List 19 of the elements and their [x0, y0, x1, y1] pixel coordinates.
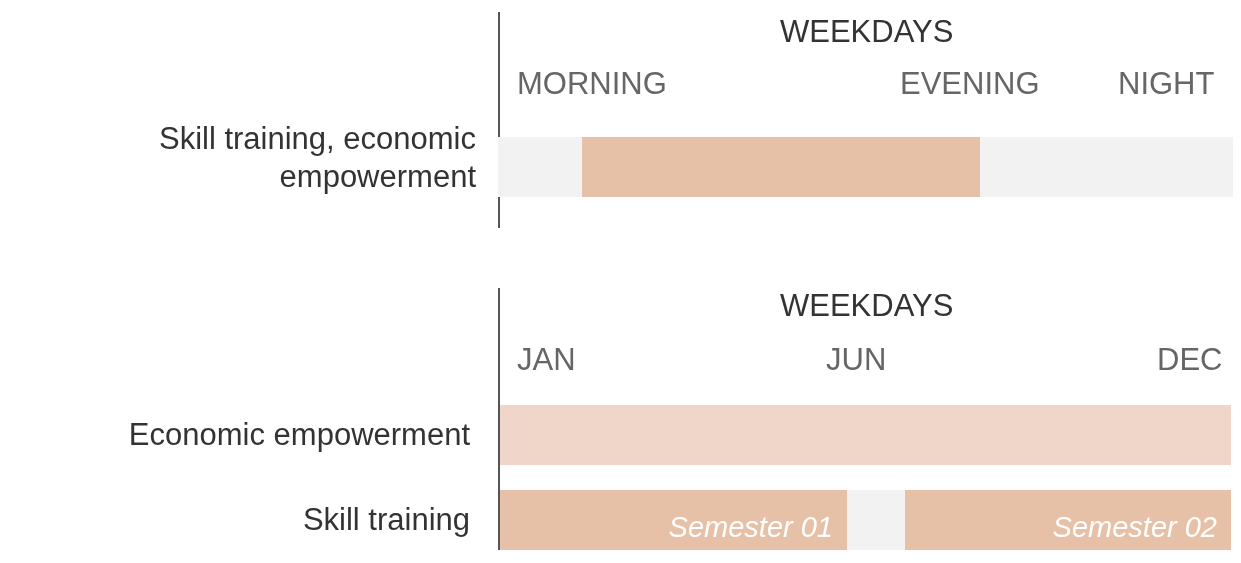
bar-label: Semester 01 — [668, 511, 833, 544]
semester-bar — [905, 490, 1231, 550]
time-bar — [582, 137, 980, 197]
axis-title: WEEKDAYS — [780, 288, 954, 324]
axis-title: WEEKDAYS — [780, 14, 954, 50]
bar-label: Semester 02 — [1052, 511, 1217, 544]
row-label: Skill training — [301, 501, 470, 539]
semester-bar — [500, 490, 847, 550]
tick-label: JAN — [517, 342, 576, 378]
tick-label: EVENING — [900, 66, 1040, 102]
row-label: Skill training, economic empowerment — [157, 120, 476, 196]
time-bar — [500, 405, 1231, 465]
tick-label: JUN — [826, 342, 887, 378]
tick-label: MORNING — [517, 66, 667, 102]
tick-label: NIGHT — [1118, 66, 1215, 102]
row-label: Economic empowerment — [127, 416, 470, 454]
track-bar — [500, 490, 1231, 550]
tick-label: DEC — [1157, 342, 1223, 378]
track-bar — [498, 137, 1233, 197]
